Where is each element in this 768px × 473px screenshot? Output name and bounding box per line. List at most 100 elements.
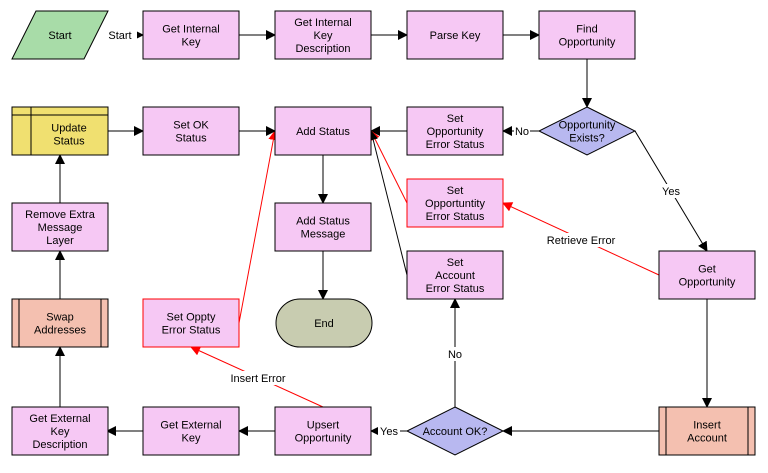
node-label: Status	[175, 133, 207, 145]
node-label: Account	[687, 433, 727, 445]
task-shape	[142, 106, 240, 156]
edge-label-background	[660, 184, 682, 198]
task-shape	[274, 10, 372, 60]
node-label: Error Status	[426, 283, 485, 295]
edge-label-background	[103, 28, 137, 42]
node-label: Parse Key	[430, 30, 481, 42]
edge-label: No	[448, 349, 462, 361]
node-label: Set OK	[173, 120, 209, 132]
edge-set-opportuntity-error-status-to-add-status[interactable]	[370, 130, 408, 204]
node-label: Remove Extra	[25, 209, 96, 221]
node-label: Status	[53, 136, 85, 148]
node-end[interactable]: End	[275, 298, 373, 348]
node-label: Opportunity	[679, 277, 736, 289]
edge-label-background	[447, 347, 463, 361]
node-parse-key[interactable]: Parse Key	[406, 10, 504, 60]
node-label: Key	[51, 426, 70, 438]
node-label: Message	[38, 222, 83, 234]
node-label: Find	[576, 24, 597, 36]
subprocess-shape	[11, 298, 109, 348]
node-account-ok[interactable]: Account OK?	[405, 406, 505, 456]
node-label: Account OK?	[423, 426, 488, 438]
edge-set-oppty-error-status-to-add-status[interactable]	[238, 130, 279, 324]
edge-set-account-error-status-to-add-status[interactable]	[368, 130, 408, 276]
task-shape	[538, 10, 636, 60]
node-label: Key	[182, 37, 201, 49]
node-start[interactable]: Start	[11, 10, 109, 60]
task-shape	[274, 202, 372, 252]
node-label: Get Internal	[294, 17, 351, 29]
node-label: Error Status	[426, 139, 485, 151]
edge-label: Yes	[380, 426, 398, 438]
start-shape	[11, 10, 109, 60]
edge-label: Retrieve Error	[547, 235, 616, 247]
edge-label-background	[378, 424, 400, 438]
node-label: Description	[295, 43, 350, 55]
edge-label: Start	[108, 30, 131, 42]
task-shape	[274, 106, 372, 156]
node-label: End	[314, 318, 334, 330]
node-label: Set	[447, 113, 464, 125]
task-shape	[142, 10, 240, 60]
error_task-shape	[406, 178, 504, 228]
node-label: Error Status	[426, 211, 485, 223]
node-label: Get External	[160, 420, 221, 432]
task-shape	[11, 202, 109, 252]
node-label: Add Status	[296, 216, 350, 228]
node-label: Opportunity	[559, 120, 616, 132]
node-label: Description	[32, 439, 87, 451]
node-label: Error Status	[162, 325, 221, 337]
node-label: Opportunity	[295, 433, 352, 445]
decision-shape	[405, 406, 505, 456]
node-label: Opportuntity	[425, 198, 485, 210]
node-label: Key	[182, 433, 201, 445]
end-shape	[275, 298, 373, 348]
edge-label-background	[514, 124, 530, 138]
node-label: Get Internal	[162, 24, 219, 36]
task-shape	[142, 406, 240, 456]
node-add-status[interactable]: Add Status	[274, 106, 372, 156]
node-label: Set	[447, 185, 464, 197]
node-label: Addresses	[34, 325, 86, 337]
node-label: Swap	[46, 312, 74, 324]
edge-label: Insert Error	[230, 373, 285, 385]
node-label: Add Status	[296, 126, 350, 138]
node-label: Update	[51, 123, 86, 135]
node-label: Upsert	[307, 420, 339, 432]
node-label: Opportunity	[427, 126, 484, 138]
node-label: Key	[314, 30, 333, 42]
node-label: Opportunity	[559, 37, 616, 49]
node-label: Insert	[693, 420, 721, 432]
decision-shape	[537, 106, 637, 156]
node-label: Set	[447, 257, 464, 269]
task-shape	[11, 406, 109, 456]
error_task-shape	[142, 298, 240, 348]
node-label: Layer	[46, 235, 74, 247]
edge-label-background	[537, 233, 625, 247]
task-shape	[406, 106, 504, 156]
subprocess-shape	[658, 406, 756, 456]
task-shape	[406, 250, 504, 300]
node-label: Message	[301, 229, 346, 241]
node-label: Get External	[29, 413, 90, 425]
